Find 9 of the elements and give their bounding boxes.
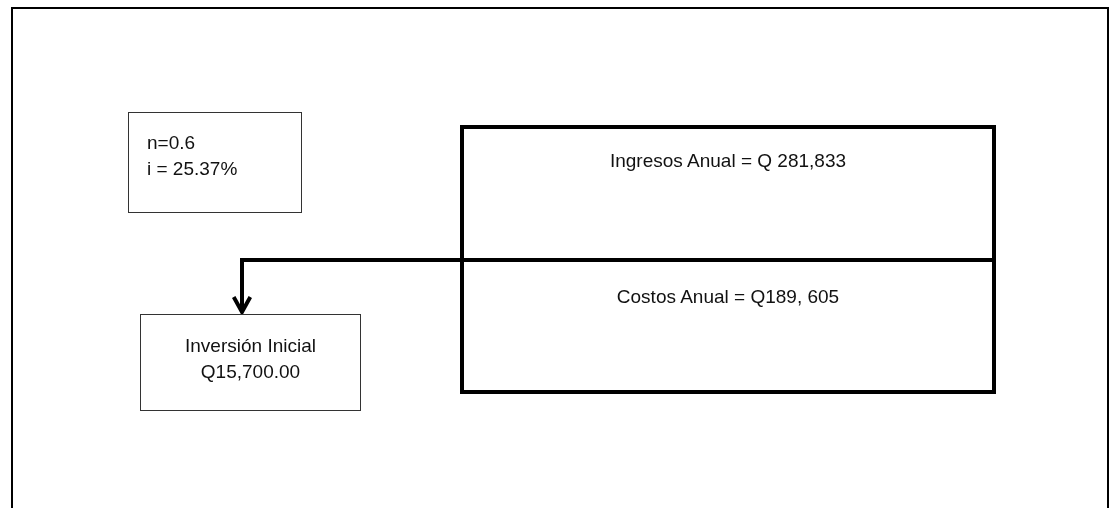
node-text: Ingresos Anual = Q 281,833 (608, 149, 848, 173)
investment-box (140, 314, 361, 411)
node-text: n=0.6 (147, 131, 197, 155)
node-text: i = 25.37% (147, 157, 239, 181)
parameter-box (128, 112, 302, 213)
node-text: Costos Anual = Q189, 605 (615, 285, 841, 309)
arrow (231, 258, 460, 314)
node-text: Inversión Inicial (184, 334, 317, 358)
node-text: Q15,700.00 (199, 360, 302, 384)
